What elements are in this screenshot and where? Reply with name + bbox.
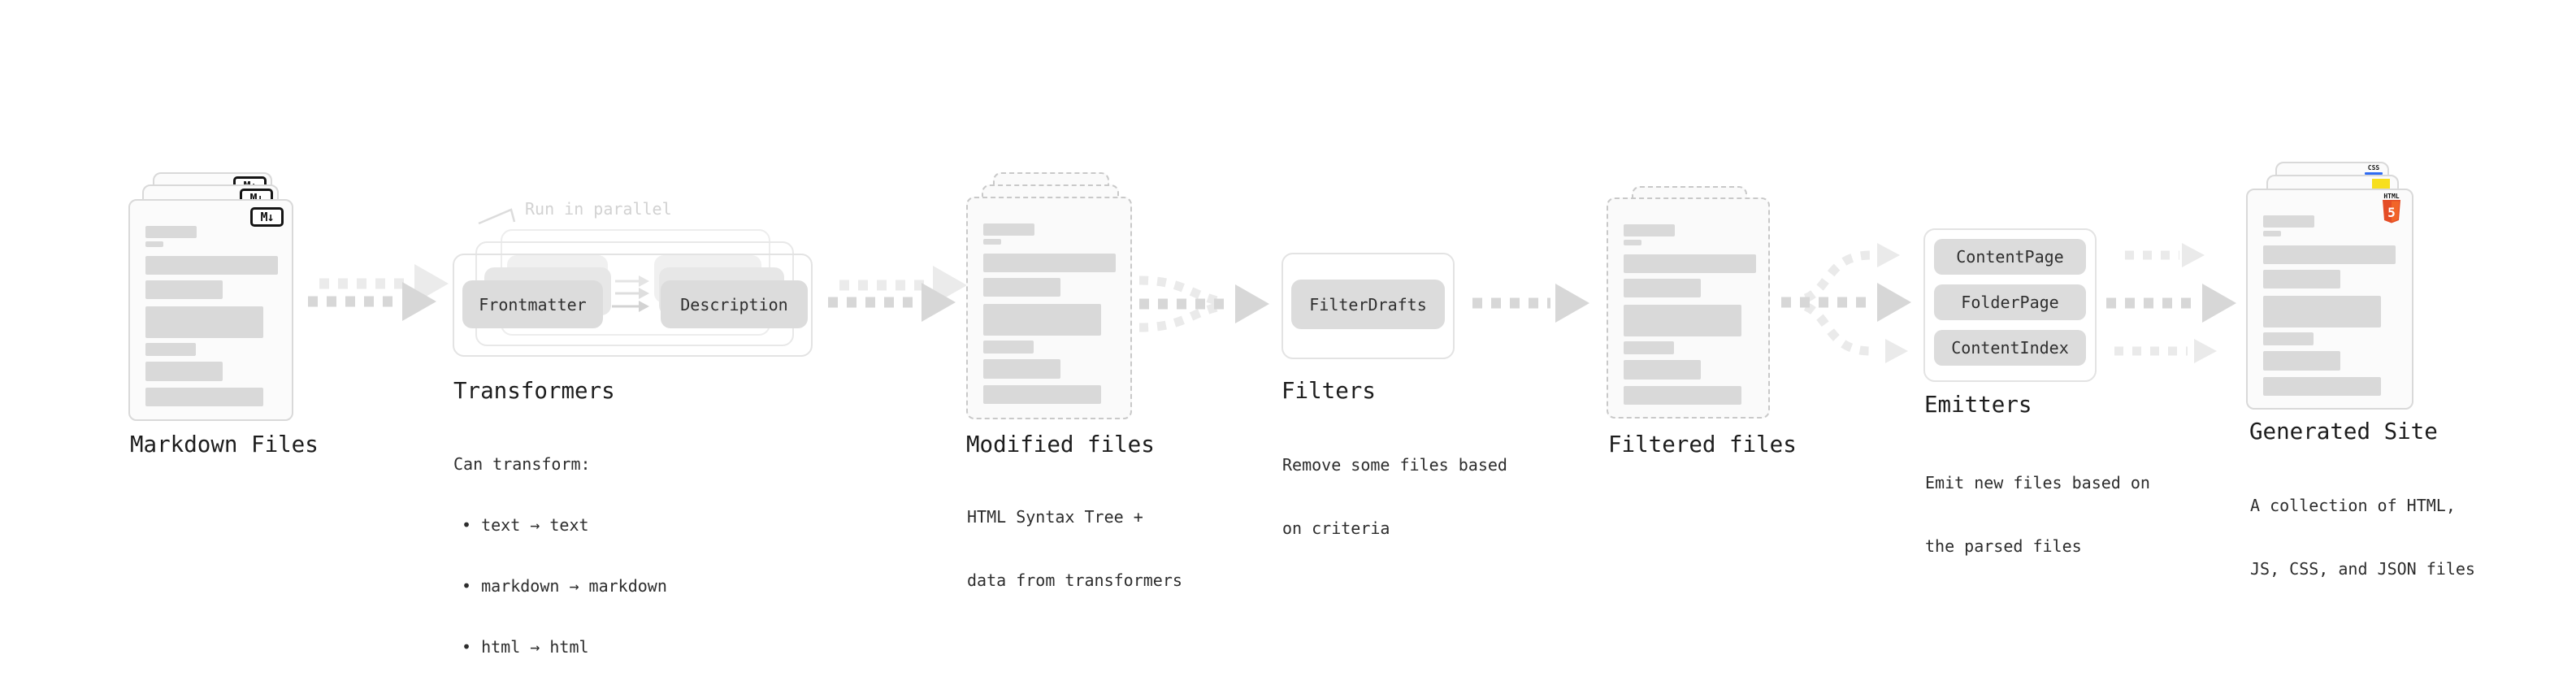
arrow-emitters-to-generated — [2106, 243, 2236, 363]
description-pill: Description — [661, 280, 808, 328]
run-in-parallel-leader-line — [478, 208, 516, 225]
doc-text-bar — [145, 362, 223, 381]
filters-label: Filters — [1281, 378, 1376, 404]
markdown-icon: M↓ — [250, 207, 284, 227]
doc-text-bar — [2263, 245, 2396, 264]
transformers-label: Transformers — [453, 378, 615, 404]
arrow-modified-to-filters-merge — [1138, 275, 1269, 332]
doc-text-bar — [1624, 240, 1641, 245]
doc-text-bar — [983, 223, 1034, 236]
doc-text-bar — [983, 340, 1034, 354]
css-icon: CSS — [2365, 165, 2383, 175]
modified-files-caption: HTML Syntax Tree + data from transformer… — [967, 464, 1182, 633]
arrow-filtered-to-emitters-fanout — [1781, 243, 1911, 363]
transformers-box-front — [453, 254, 813, 357]
caption-line: data from transformers — [967, 570, 1182, 590]
arrow-filters-to-filtered — [1472, 284, 1589, 323]
markdown-files-label: Markdown Files — [130, 432, 319, 458]
doc-text-bar — [145, 280, 223, 299]
doc-text-bar — [1624, 254, 1756, 273]
caption-line: JS, CSS, and JSON files — [2250, 559, 2475, 579]
arrow-frontmatter-to-description — [612, 275, 649, 312]
css-icon-bar — [2365, 172, 2383, 175]
doc-text-bar — [1624, 341, 1674, 354]
generated-doc-html: HTML 5 — [2246, 189, 2413, 410]
doc-text-bar — [2263, 270, 2340, 288]
markdown-doc-front: M↓ — [128, 199, 293, 421]
filters-caption: Remove some files based on criteria — [1282, 412, 1507, 581]
doc-text-bar — [2263, 231, 2281, 236]
filterdrafts-pill: FilterDrafts — [1291, 280, 1445, 329]
doc-text-bar — [1624, 224, 1675, 236]
doc-text-bar — [145, 241, 163, 247]
generated-site-label: Generated Site — [2249, 419, 2438, 445]
html5-shield: 5 — [2383, 200, 2400, 223]
filtered-files-label: Filtered files — [1608, 432, 1797, 458]
doc-text-bar — [1624, 305, 1741, 336]
modified-files-label: Modified files — [966, 432, 1155, 458]
doc-text-bar — [2263, 351, 2340, 371]
filtered-doc-front — [1607, 197, 1770, 419]
folderpage-pill: FolderPage — [1934, 284, 2086, 320]
caption-line: the parsed files — [1925, 536, 2082, 556]
doc-text-bar — [2263, 215, 2314, 228]
caption-line: HTML Syntax Tree + — [967, 507, 1143, 527]
doc-text-bar — [145, 306, 263, 338]
doc-text-bar — [145, 343, 196, 356]
caption-line: • text → text — [462, 515, 589, 535]
doc-text-bar — [983, 239, 1001, 245]
caption-line: on criteria — [1282, 518, 1390, 538]
contentpage-pill: ContentPage — [1934, 239, 2086, 275]
modified-doc-front — [966, 197, 1132, 419]
doc-text-bar — [145, 256, 278, 275]
emitters-caption: Emit new files based on the parsed files — [1925, 430, 2150, 599]
doc-text-bar — [983, 385, 1101, 404]
doc-text-bar — [145, 226, 197, 238]
run-in-parallel-annotation: Run in parallel — [525, 199, 672, 219]
doc-text-bar — [983, 254, 1116, 272]
generated-site-caption: A collection of HTML, JS, CSS, and JSON … — [2250, 453, 2475, 622]
js-icon — [2372, 179, 2390, 190]
doc-text-bar — [1624, 360, 1701, 380]
transformers-caption: Can transform: • text → text • markdown … — [453, 414, 667, 681]
contentindex-pill: ContentIndex — [1934, 330, 2086, 366]
svg-text:5: 5 — [2387, 205, 2396, 220]
caption-line: Remove some files based — [1282, 455, 1507, 475]
caption-line: • html → html — [462, 637, 589, 657]
css-icon-text: CSS — [2367, 164, 2380, 171]
html5-icon: HTML 5 — [2382, 193, 2401, 227]
caption-line: • markdown → markdown — [462, 576, 667, 596]
doc-text-bar — [2263, 296, 2381, 327]
caption-line: Can transform: — [453, 454, 591, 474]
frontmatter-pill: Frontmatter — [462, 280, 603, 328]
emitters-label: Emitters — [1924, 392, 2032, 418]
doc-text-bar — [2263, 332, 2314, 345]
caption-line: A collection of HTML, — [2250, 496, 2456, 515]
doc-text-bar — [983, 304, 1101, 336]
doc-text-bar — [2263, 377, 2381, 396]
html5-icon-text: HTML — [2383, 193, 2400, 200]
arrow-markdown-to-transformers — [308, 264, 449, 321]
doc-text-bar — [983, 278, 1060, 297]
caption-line: Emit new files based on — [1925, 473, 2150, 492]
doc-text-bar — [1624, 279, 1701, 297]
arrow-transformers-to-modified — [828, 266, 967, 322]
doc-text-bar — [145, 388, 263, 406]
doc-text-bar — [1624, 386, 1741, 405]
doc-text-bar — [983, 359, 1060, 379]
